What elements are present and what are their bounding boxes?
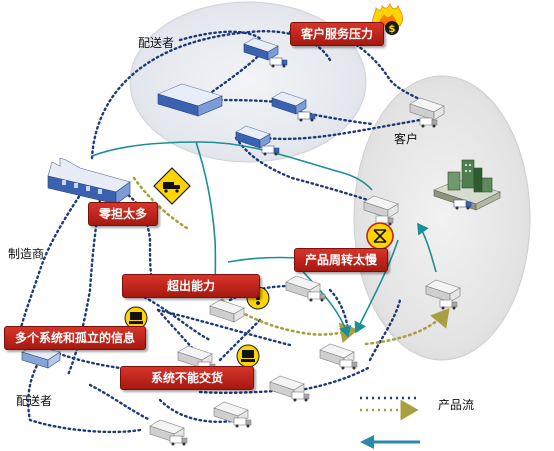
customer-cluster [353,75,531,361]
truck-sign-icon [153,167,191,205]
bottom-box [209,299,245,323]
callout-too-many-ltl: 零担太多 [88,202,159,226]
svg-text:$: $ [389,24,396,35]
callout-product-turnover-slow: 产品周转太慢 [294,248,389,272]
legend-teal-arrow [360,435,420,449]
hourglass-sign-icon [366,222,394,250]
callout-multiple-isolated-info: 多个系统和孤立的信息 [4,326,147,350]
callout-over-capacity: 超出能力 [122,274,261,298]
bottom-box [319,343,358,370]
callout-customer-service-pressure: 客户服务压力 [290,22,385,46]
fire-dollar-icon: $ [372,2,403,35]
computer-sign-icon [236,344,260,368]
label-manufacturer: 制造商 [8,247,45,261]
factory-icon [433,159,501,211]
bottom-box [213,401,252,428]
bottom-box [149,419,188,446]
legend-product-flow-label: 产品流 [438,398,475,412]
label-distributor-top: 配送者 [138,36,175,50]
label-distributor-bottom: 配送者 [16,394,53,408]
callout-system-cannot-deliver: 系统不能交货 [120,366,255,390]
distributor-warehouse [157,83,223,117]
legend [360,396,420,449]
manufacturer-warehouse [47,157,131,205]
label-customer: 客户 [394,132,419,146]
bottom-box [269,375,310,402]
bottom-box [285,275,326,302]
